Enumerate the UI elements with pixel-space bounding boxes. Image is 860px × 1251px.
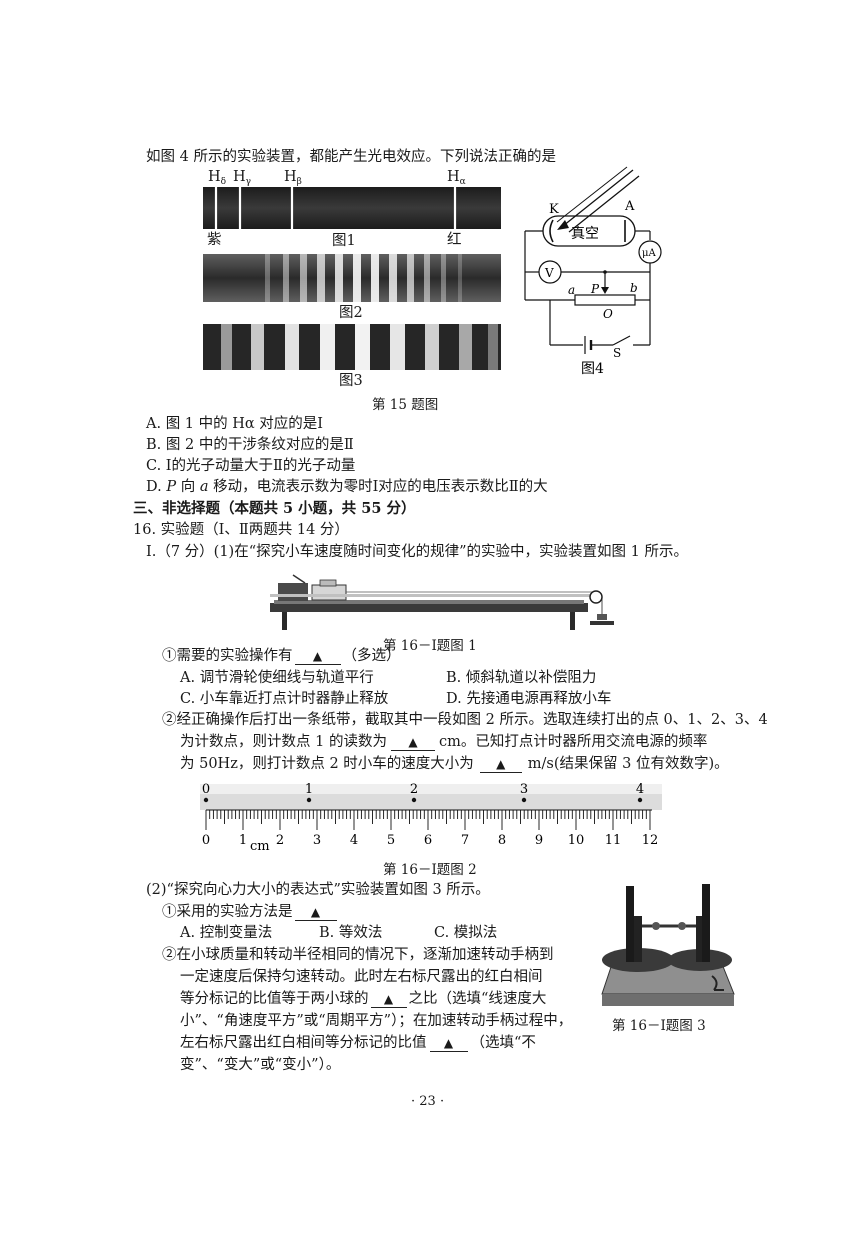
q16-step2-line3: 为 50Hz，则打计数点 2 时小车的速度大小为▲m/s(结果保留 3 位有效数…	[180, 756, 729, 773]
anode-label: A	[624, 199, 635, 214]
ruler-label: 8	[498, 833, 506, 848]
ruler-label: 0	[202, 833, 210, 848]
q16-method: ①采用的实验方法是▲	[162, 902, 339, 922]
ruler-label: 6	[424, 833, 432, 848]
q16-option2-a: A. 控制变量法	[180, 925, 273, 941]
vacuum-label: 真空	[571, 226, 599, 242]
ruler-label: 4	[350, 833, 358, 848]
ruler-label: 10	[568, 833, 585, 848]
q16-step2-line1: ②经正确操作后打出一条纸带，截取其中一段如图 2 所示。选取连续打出的点 0、1…	[162, 712, 768, 728]
q16-title: 16. 实验题（Ⅰ、Ⅱ两题共 14 分）	[133, 522, 349, 538]
q15-intro: 如图 4 所示的实验装置，都能产生光电效应。下列说法正确的是	[146, 149, 556, 165]
q16-option2-c: C. 模拟法	[434, 925, 498, 941]
ruler-label: 5	[387, 833, 395, 848]
q16-step3-line4: 小”、“角速度平方”或“周期平方”）；在加速转动手柄过程中，	[180, 1013, 573, 1029]
tape-point-label: 3	[520, 782, 528, 797]
q16-part2-intro: (2)“探究向心力大小的表达式”实验装置如图 3 所示。	[146, 882, 490, 898]
tape-point-label: 2	[410, 782, 418, 797]
switch-label: S	[613, 346, 621, 360]
ruler-label: 7	[461, 833, 469, 848]
q15-option-d: D. P 向 a 移动，电流表示数为零时Ⅰ对应的电压表示数比Ⅱ的大	[146, 479, 548, 495]
tape-point-label: 0	[202, 782, 210, 797]
q16-step3-line3: 等分标记的比值等于两小球的▲之比（选填“线速度大	[180, 991, 547, 1008]
interference-fringes-fig2	[203, 254, 501, 302]
q15-option-c: C. Ⅰ的光子动量大于Ⅱ的光子动量	[146, 458, 356, 474]
fig2-caption: 图2	[339, 305, 363, 321]
q16-fig3-caption: 第 16－Ⅰ题图 3	[612, 1018, 706, 1034]
point-b-label: b	[630, 281, 638, 295]
ruler-label: 3	[313, 833, 321, 848]
interference-fringes-fig3	[203, 324, 501, 370]
fig1-caption: 图1	[332, 233, 356, 249]
microammeter-label: μA	[642, 248, 656, 259]
h-gamma-label: Hγ	[233, 169, 252, 187]
h-beta-label: Hβ	[284, 169, 302, 187]
slider-p-label: P	[590, 282, 600, 296]
photoelectric-circuit-fig4: K A 真空 μA V P a b O S 图4	[524, 166, 662, 375]
section-3-heading: 三、非选择题（本题共 5 小题，共 55 分）	[133, 500, 416, 517]
track-apparatus-figure	[270, 574, 614, 630]
q16-option1-b: B. 倾斜轨道以补偿阻力	[446, 670, 597, 686]
h-alpha-label: Hα	[447, 169, 466, 187]
centripetal-apparatus-figure	[601, 884, 735, 1006]
q16-step3-line2: 一定速度后保持匀速转动。此时左右标尺露出的红白相间	[180, 969, 543, 985]
voltmeter-label: V	[544, 266, 554, 280]
q15-figure-caption: 第 15 题图	[372, 397, 439, 413]
ruler-label: 2	[276, 833, 284, 848]
ruler-label: 12	[642, 833, 659, 848]
ruler-label: 9	[535, 833, 543, 848]
q15-option-a: A. 图 1 中的 Hα 对应的是Ⅰ	[146, 416, 324, 432]
tape-point	[306, 797, 312, 803]
q16-option2-b: B. 等效法	[319, 925, 383, 941]
q16-option1-c: C. 小车靠近打点计时器静止释放	[180, 691, 389, 707]
cathode-label: K	[549, 202, 559, 217]
q16-fig2-caption: 第 16－Ⅰ题图 2	[383, 862, 477, 878]
tape-point	[637, 797, 643, 803]
fig1-red-label: 红	[447, 232, 462, 248]
q16-step3-line6: 变”、“变大”或“变小”）。	[180, 1057, 341, 1073]
page-number: · 23 ·	[411, 1094, 445, 1109]
fig1-violet-label: 紫	[207, 232, 222, 248]
q15-option-b: B. 图 2 中的干涉条纹对应的是Ⅱ	[146, 437, 354, 453]
point-a-label: a	[568, 283, 575, 297]
ruler-label: 1	[239, 833, 247, 848]
q16-step1: ①需要的实验操作有▲（多选）	[162, 648, 401, 665]
q16-step2-line2: 为计数点，则计数点 1 的读数为▲cm。已知打点计时器所用交流电源的频率	[180, 734, 708, 751]
point-o-label: O	[603, 307, 613, 321]
tape-point	[521, 797, 527, 803]
fig4-caption: 图4	[581, 361, 604, 375]
tape-point	[203, 797, 209, 803]
tape-point-label: 4	[636, 782, 644, 797]
ruler-label: 11	[605, 833, 622, 848]
fig3-caption: 图3	[339, 373, 363, 389]
q16-step3-line1: ②在小球质量和转动半径相同的情况下，逐渐加速转动手柄到	[162, 947, 554, 963]
q16-fig1-caption: 第 16－Ⅰ题图 1	[383, 638, 477, 654]
q16-step3-line5: 左右标尺露出红白相间等分标记的比值▲（选填“不	[180, 1035, 536, 1052]
tape-point-label: 1	[305, 782, 313, 797]
tape-point	[411, 797, 417, 803]
q16-option1-a: A. 调节滑轮使细线与轨道平行	[180, 670, 374, 686]
q16-part1-intro: Ⅰ.（7 分）(1)在“探究小车速度随时间变化的规律”的实验中，实验装置如图 1…	[146, 544, 688, 560]
q16-option1-d: D. 先接通电源再释放小车	[446, 691, 612, 707]
hydrogen-spectrum-figure	[203, 187, 501, 229]
ruler-unit-label: cm	[250, 839, 270, 850]
h-delta-label: Hδ	[208, 169, 227, 187]
